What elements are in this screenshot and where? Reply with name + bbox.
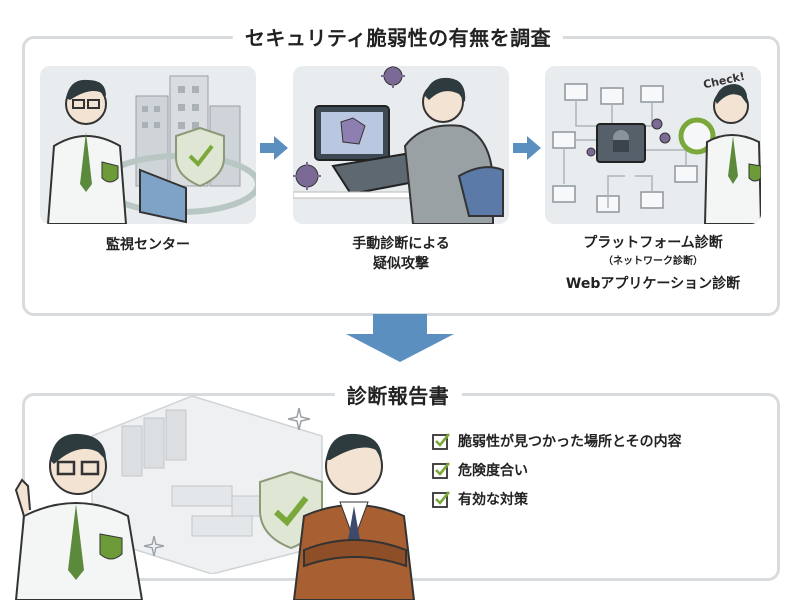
client-businessman-character: [292, 433, 416, 600]
monitoring-center-illustration: [40, 66, 256, 224]
report-panel-title: 診断報告書: [334, 380, 462, 409]
platform-diagnosis-illustration: Check!: [545, 66, 761, 224]
list-item: 有効な対策: [432, 484, 682, 513]
network-diagnosis-note: （ネットワーク診断）: [603, 256, 703, 267]
report-item-vulnerability-location: 脆弱性が見つかった場所とその内容: [458, 433, 682, 450]
manual-diagnosis-illustration: [293, 66, 509, 224]
report-item-countermeasures: 有効な対策: [458, 491, 528, 508]
sparkle-icon: [288, 408, 310, 430]
flow-arrow-down-icon: [346, 314, 454, 362]
list-item: 危険度合い: [432, 455, 682, 484]
flow-arrow-right-icon: [260, 136, 288, 160]
web-app-diagnosis-label: Webアプリケーション診断: [565, 276, 741, 292]
investigation-panel-title: セキュリティ脆弱性の有無を調査: [232, 22, 564, 51]
step-platform-diagnosis-label: プラットフォーム診断 （ネットワーク診断） Webアプリケーション診断: [545, 234, 761, 293]
checkbox-checked-icon: [432, 461, 450, 479]
engineer-character: [14, 433, 144, 600]
checkbox-checked-icon: [432, 432, 450, 450]
step-monitoring-center-label: 監視センター: [106, 237, 190, 253]
report-item-risk-level: 危険度合い: [458, 462, 528, 479]
flow-arrow-right-icon: [513, 136, 541, 160]
sparkle-icon: [144, 536, 164, 556]
list-item: 脆弱性が見つかった場所とその内容: [432, 426, 682, 455]
checkbox-checked-icon: [432, 490, 450, 508]
report-contents-list: 脆弱性が見つかった場所とその内容 危険度合い 有効な対策: [432, 426, 682, 513]
step-manual-diagnosis-label: 手動診断による 疑似攻撃: [352, 236, 450, 272]
